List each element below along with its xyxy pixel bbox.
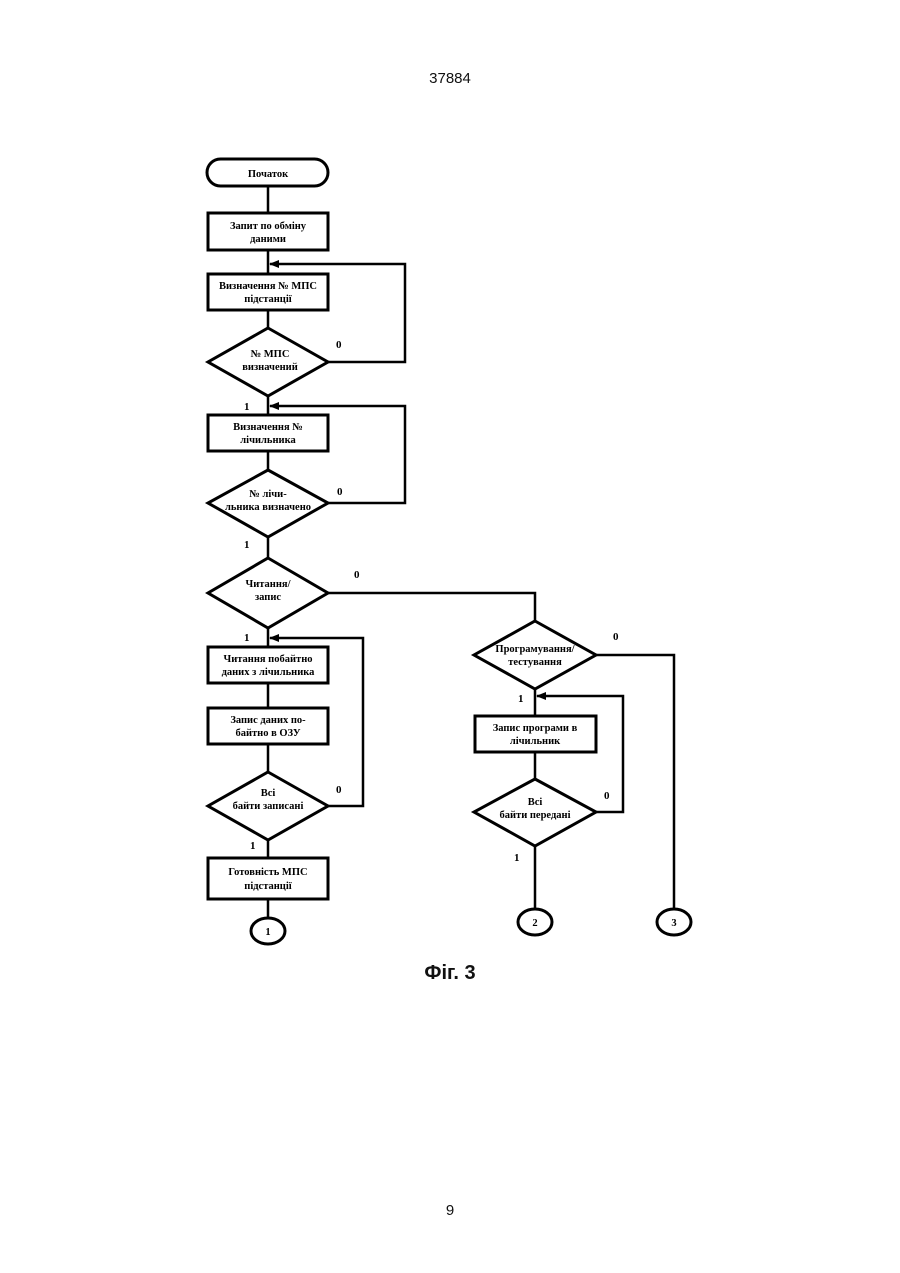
station-zero-label: 0: [336, 339, 342, 351]
write-ram-line2: байтно в ОЗУ: [235, 728, 300, 739]
define-meter-line1: Визначення №: [233, 422, 303, 433]
request-label-line1: Запит по обміну: [230, 221, 307, 232]
station-defined-line1: № МПС: [251, 349, 290, 360]
define-station-line2: підстанції: [244, 294, 291, 305]
ready-box: [208, 858, 328, 899]
connector-2-label: 2: [532, 918, 537, 929]
all-sent-line2: байти передані: [500, 810, 571, 821]
write-program-line2: лічильник: [510, 736, 561, 747]
write-ram-line1: Запис даних по-: [230, 715, 306, 726]
all-written-line2: байти записані: [233, 801, 304, 812]
connector-1-label: 1: [265, 927, 270, 938]
program-test-one-label: 1: [518, 693, 524, 705]
all-sent-one-label: 1: [514, 852, 520, 864]
program-test-line1: Програмування/: [495, 644, 575, 655]
start-label: Початок: [248, 169, 289, 180]
write-program-line1: Запис програми в: [493, 723, 578, 734]
define-station-line1: Визначення № МПС: [219, 281, 317, 292]
ready-line2: підстанції: [244, 881, 291, 892]
meter-defined-line1: № лічи-: [249, 489, 287, 500]
station-defined-line2: визначений: [242, 362, 298, 373]
read-write-line1: Читання/: [246, 579, 292, 590]
read-write-zero-label: 0: [354, 569, 360, 581]
read-bytes-line1: Читання побайтно: [223, 654, 312, 665]
read-bytes-line2: даних з лічильника: [222, 667, 316, 678]
program-test-line2: тестування: [508, 657, 562, 668]
program-test-decision: [474, 621, 596, 689]
meter-one-label: 1: [244, 539, 250, 551]
read-write-line2: запис: [255, 592, 281, 603]
connector-3-label: 3: [671, 918, 676, 929]
read-write-one-label: 1: [244, 632, 250, 644]
meter-defined-line2: льника визначено: [225, 502, 311, 513]
all-written-zero-label: 0: [336, 784, 342, 796]
all-written-line1: Всі: [261, 788, 276, 799]
station-one-label: 1: [244, 401, 250, 413]
figure-caption: Фіг. 3: [0, 962, 900, 985]
request-label-line2: даними: [250, 234, 286, 245]
all-written-one-label: 1: [250, 840, 256, 852]
all-sent-line1: Всі: [528, 797, 543, 808]
branch-three-line: [596, 655, 674, 908]
define-meter-line2: лічильника: [240, 435, 296, 446]
meter-zero-label: 0: [337, 486, 343, 498]
branch-right-line: [328, 593, 535, 634]
ready-line1: Готовність МПС: [228, 867, 307, 878]
program-test-zero-label: 0: [613, 631, 619, 643]
page-footer-number: 9: [0, 1202, 900, 1219]
all-sent-zero-label: 0: [604, 790, 610, 802]
